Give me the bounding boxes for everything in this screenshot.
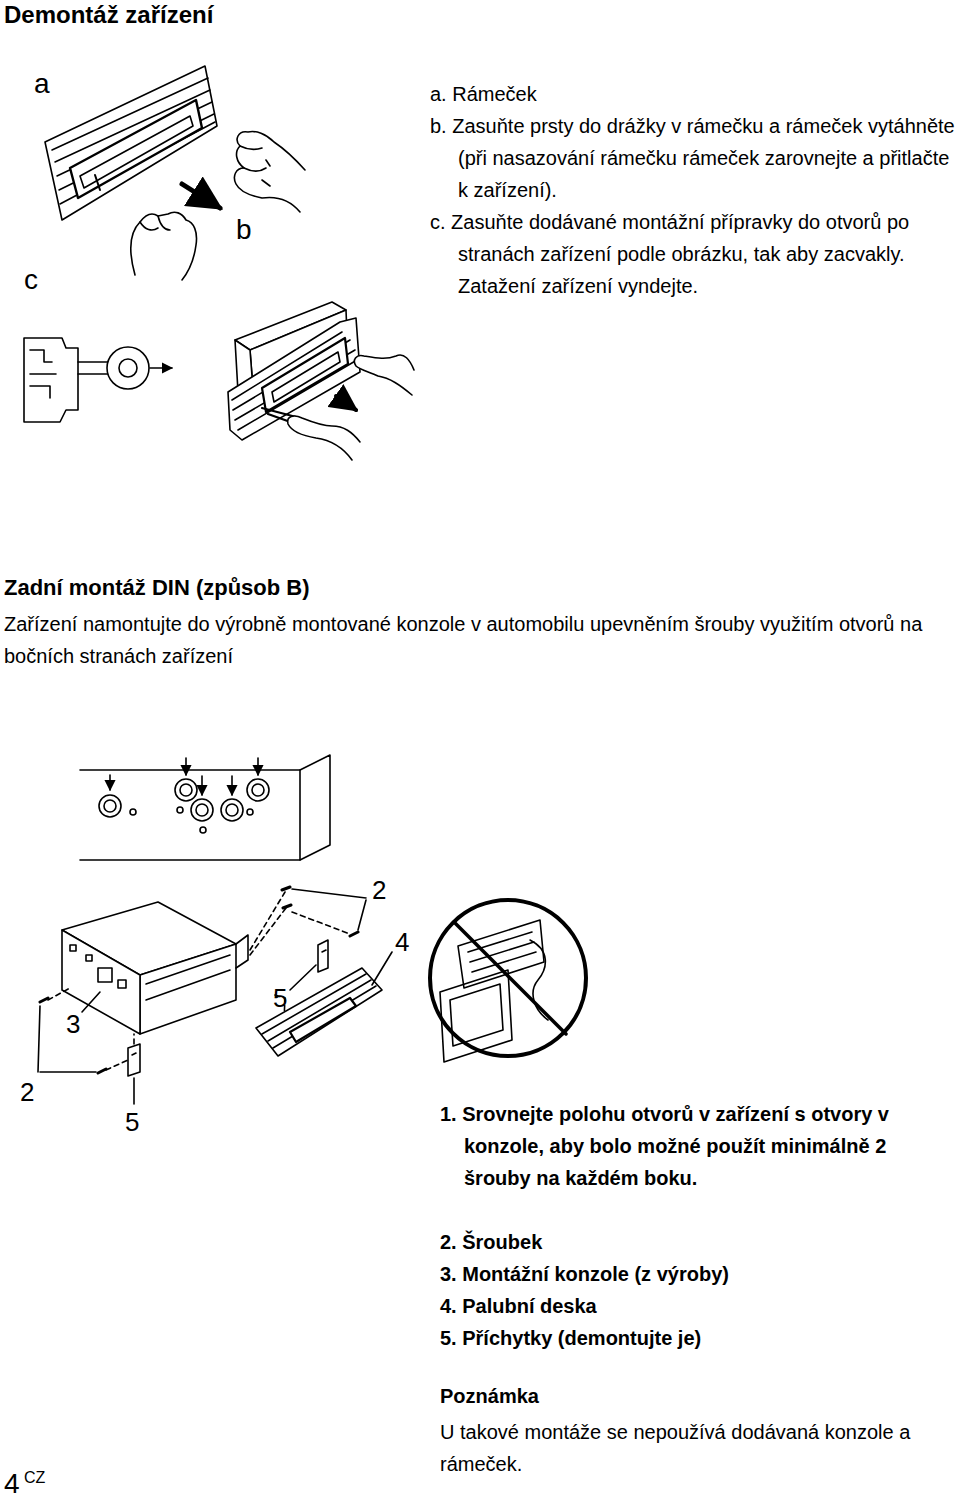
callout-number: 5 bbox=[273, 982, 303, 1015]
instruction-text: b. Zasuňte prsty do drážky v rámečku a r… bbox=[430, 110, 956, 206]
page-title: Demontáž zařízení bbox=[4, 0, 213, 30]
section-paragraph: Zařízení namontujte do výrobně montované… bbox=[4, 608, 954, 672]
callout-number: 2 bbox=[20, 1076, 50, 1109]
language-code: CZ bbox=[24, 1468, 64, 1488]
note-text: U takové montáže se nepoužívá dodávaná k… bbox=[440, 1416, 940, 1480]
not-used-inset bbox=[430, 900, 586, 1062]
din-mount-figure bbox=[38, 887, 392, 1104]
callout-letter: a bbox=[34, 66, 74, 101]
callout-number: 5 bbox=[125, 1106, 155, 1139]
legend-item: 2. Šroubek bbox=[440, 1226, 956, 1258]
rear-panel-figure bbox=[80, 755, 330, 860]
legend-item: 1. Srovnejte polohu otvorů v zařízení s … bbox=[440, 1098, 956, 1194]
instruction-text: c. Zasuňte dodávané montážní přípravky d… bbox=[430, 206, 956, 302]
release-key-figure bbox=[18, 302, 414, 460]
callout-letter: b bbox=[236, 212, 276, 247]
legend-item: 3. Montážní konzole (z výroby) bbox=[440, 1258, 956, 1290]
legend-item: 5. Příchytky (demontujte je) bbox=[440, 1322, 956, 1354]
legend-item: 4. Palubní deska bbox=[440, 1290, 956, 1322]
callout-number: 2 bbox=[372, 874, 402, 907]
frame-removal-figure bbox=[45, 66, 305, 280]
callout-number: 4 bbox=[395, 926, 425, 959]
note-heading: Poznámka bbox=[440, 1384, 840, 1409]
instruction-text: a. Rámeček bbox=[430, 78, 956, 110]
section-heading: Zadní montáž DIN (způsob B) bbox=[4, 574, 904, 602]
callout-number: 3 bbox=[66, 1008, 96, 1041]
callout-letter: c bbox=[24, 262, 64, 297]
